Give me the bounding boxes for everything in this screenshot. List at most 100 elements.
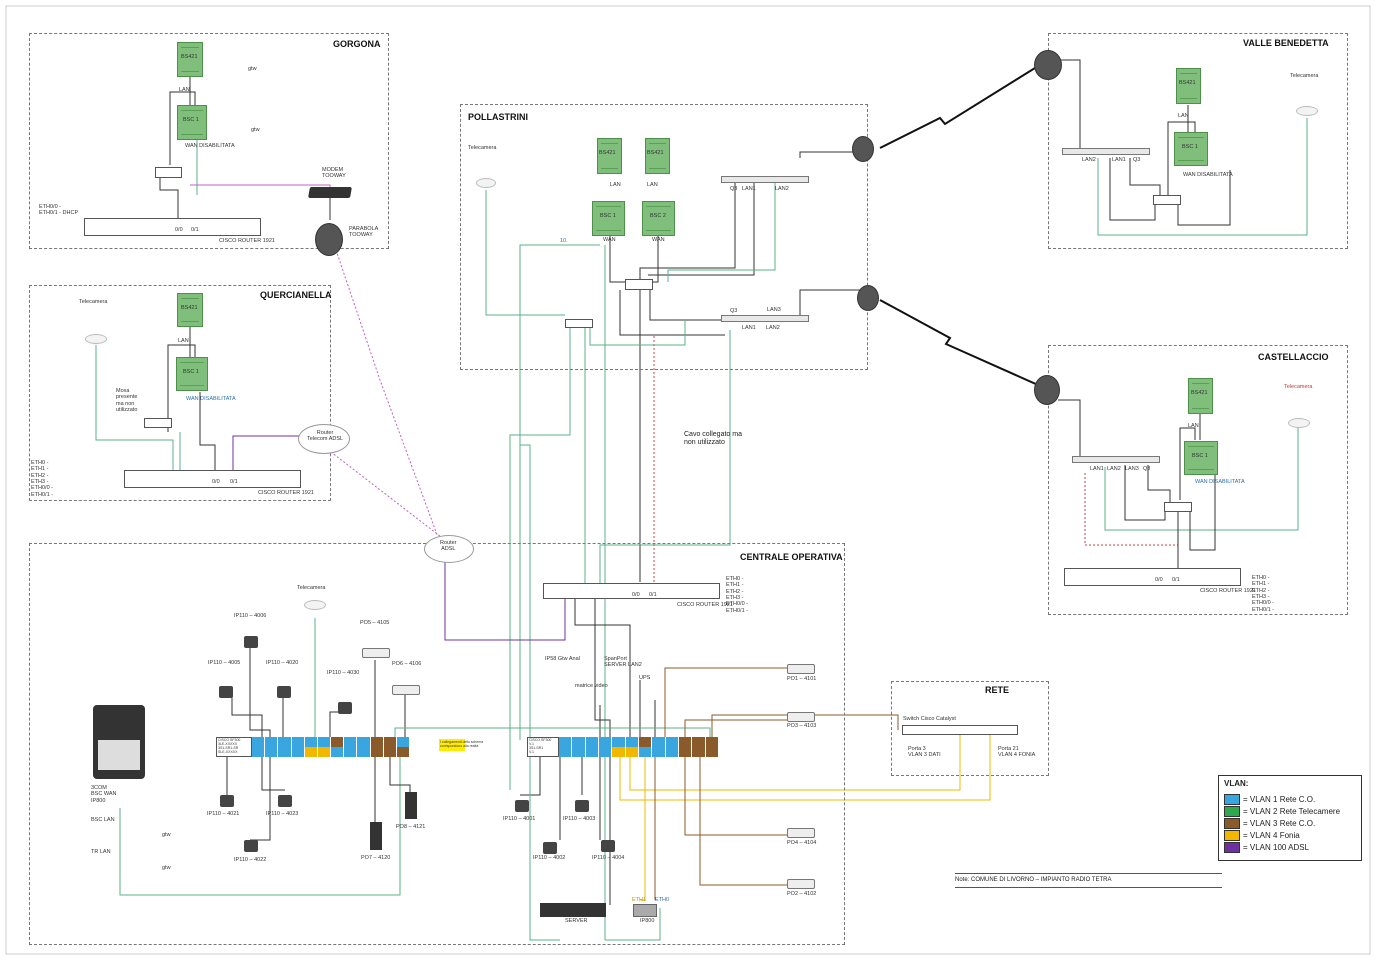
ip110-4003-phone: [575, 800, 589, 812]
spanport-label: SpanPort SERVER LAN2: [604, 656, 642, 669]
valle-benedetta-lan-label: LAN: [1178, 113, 1189, 119]
legend-item-vlan100: = VLAN 100 ADSL: [1224, 842, 1309, 853]
bsc-3com-panel: [98, 740, 140, 770]
legend-item-vlan2: = VLAN 2 Rete Telecamere: [1224, 806, 1340, 817]
centrale-gtw-1: gtw: [162, 832, 171, 838]
valle-benedetta-lan1: LAN1: [1112, 157, 1126, 163]
cisco-switch-a-ports-bottom: [252, 747, 411, 757]
pollastrini-lan3-bottom: LAN3: [767, 307, 781, 313]
bsc1-castellaccio: [1184, 441, 1218, 475]
po3-device: [787, 712, 815, 722]
quercianella-wan-label: WAN DISABILITATA: [186, 396, 236, 402]
castellaccio-eth-label: ETH0 - ETH1 - ETH2 - ETH3 - ETH0/0 - ETH…: [1252, 575, 1275, 613]
legend-swatch: [1224, 794, 1240, 805]
pollastrini-antenna-bottom: [857, 285, 879, 311]
ip110-4005-phone: [219, 686, 233, 698]
porta3-label: Porta 3 VLAN 3 DATI: [908, 746, 941, 759]
cisco-switch-a-ports-top: [252, 737, 411, 747]
gorgona-gtw-label-1: gtw: [248, 66, 257, 72]
ip110-4006-label: IP110 – 4006: [234, 613, 267, 619]
ip110-4001-label: IP110 – 4001: [503, 816, 536, 822]
pollastrini-radio-bar-top: [721, 176, 809, 183]
pollastrini-num-10: 10.: [560, 238, 568, 244]
legend-item-vlan4: = VLAN 4 Fonia: [1224, 830, 1300, 841]
bs421-quercianella-label: BS421: [181, 305, 198, 311]
valle-benedetta-telecamera-label: Telecamera: [1290, 73, 1319, 79]
pollastrini-q3-bottom: Q3: [730, 308, 738, 314]
bsc1-valle-benedetta-label: BSC 1: [1182, 144, 1198, 150]
castellaccio-lan3: LAN3: [1125, 466, 1139, 472]
ip110-4005-label: IP110 – 4005: [208, 660, 241, 666]
modem-tooway-label: MODEM TOOWAY: [322, 167, 346, 180]
po2-label: PO2 – 4102: [787, 891, 817, 897]
ip110-4022-label: IP110 – 4022: [234, 857, 267, 863]
pollastrini-lan-2: LAN: [647, 182, 658, 188]
gorgona-port-00: 0/0: [175, 227, 183, 233]
cisco-switch-a-label: CISCO SF300 3LE-XXXXX 3S1-SR1-SR SLE-XXX…: [218, 738, 241, 755]
bsc1-pollastrini: [592, 201, 625, 236]
bsc1-gorgona: [177, 105, 207, 140]
legend-title: VLAN:: [1224, 779, 1249, 788]
castellaccio-camera: [1288, 418, 1310, 428]
bs421-castellaccio: [1188, 378, 1213, 414]
po5-label: PO5 – 4105: [360, 620, 390, 626]
pollastrini-wan-1: WAN: [603, 237, 616, 243]
legend-swatch: [1224, 830, 1240, 841]
valle-benedetta-hub: [1153, 195, 1181, 205]
switch-catalyst-label: Switch Cisco Catalyst: [903, 716, 956, 722]
castellaccio-port-01: 0/1: [1172, 577, 1180, 583]
pollastrini-camera: [476, 178, 496, 188]
bsc-3com-label: 3COM BSC WAN IP800: [91, 785, 117, 804]
ip58-label: IP58 Gtw Anal: [545, 656, 580, 662]
legend-label: = VLAN 2 Rete Telecamere: [1243, 807, 1341, 816]
bs421-gorgona-label: BS421: [181, 54, 198, 60]
moxa-label: Moxa presente ma non utilizzato: [116, 388, 138, 413]
valle-benedetta-lan2: LAN2: [1082, 157, 1096, 163]
castellaccio-antenna: [1034, 375, 1060, 405]
castellaccio-router-label: CISCO ROUTER 1921: [1200, 588, 1256, 594]
legend-label: = VLAN 4 Fonia: [1243, 831, 1300, 840]
ip110-4021-label: IP110 – 4021: [207, 811, 240, 817]
region-castellaccio: [1048, 345, 1348, 615]
pollastrini-lan1-top: LAN1: [742, 186, 756, 192]
centrale-camera: [304, 600, 326, 610]
ip110-4030-phone: [338, 702, 352, 714]
legend-item-vlan3: = VLAN 3 Rete C.O.: [1224, 818, 1315, 829]
gorgona-eth-label: ETH0/0 - ETH0/1 - DHCP: [39, 204, 79, 217]
castellaccio-lan1: LAN1: [1090, 466, 1104, 472]
moxa-device: [144, 418, 172, 428]
valle-benedetta-antenna: [1034, 50, 1062, 80]
po4-device: [787, 828, 815, 838]
quercianella-router-label: CISCO ROUTER 1921: [258, 490, 314, 496]
cisco-switch-b-label: CISCO SF300 V.1 3S1-SR1 V.1: [529, 738, 552, 755]
ip110-4022-phone: [244, 840, 258, 852]
po7-label: PO7 – 4120: [361, 855, 391, 861]
centrale-router: [543, 583, 720, 599]
pollastrini-radio-bar-bottom: [721, 315, 809, 322]
tr-lan-label: TR LAN: [91, 849, 111, 855]
legend-label: = VLAN 100 ADSL: [1243, 843, 1310, 852]
bs421-pollastrini-2-label: BS421: [647, 150, 664, 156]
bsc1-quercianella-label: BSC 1: [183, 369, 199, 375]
region-title-castellaccio: CASTELLACCIO: [1258, 352, 1329, 362]
region-title-gorgona: GORGONA: [333, 39, 381, 49]
quercianella-router: [124, 470, 301, 488]
gorgona-router: [84, 218, 261, 236]
yellow-note-text: I collegamenti dello schema corrispondon…: [440, 740, 484, 749]
bs421-valle-benedetta-label: BS421: [1179, 80, 1196, 86]
castellaccio-telecamera-label: Telecamera: [1284, 384, 1313, 390]
pollastrini-lan-1: LAN: [610, 182, 621, 188]
quercianella-port-01: 0/1: [230, 479, 238, 485]
legend-label: = VLAN 3 Rete C.O.: [1243, 819, 1316, 828]
pollastrini-lan1-bottom: LAN1: [742, 325, 756, 331]
ip110-4002-label: IP110 – 4002: [533, 855, 566, 861]
ups-label: UPS: [639, 675, 651, 681]
router-adsl-label: Router ADSL: [440, 540, 457, 553]
po3-label: PO3 – 4103: [787, 723, 817, 729]
bsc2-pollastrini: [642, 201, 675, 236]
cavo-collegato-label: Cavo collegato ma non utilizzato: [684, 431, 742, 447]
ip110-4023-phone: [278, 795, 292, 807]
quercianella-camera: [85, 334, 107, 344]
matrice-video-label: matrice video: [575, 683, 608, 689]
